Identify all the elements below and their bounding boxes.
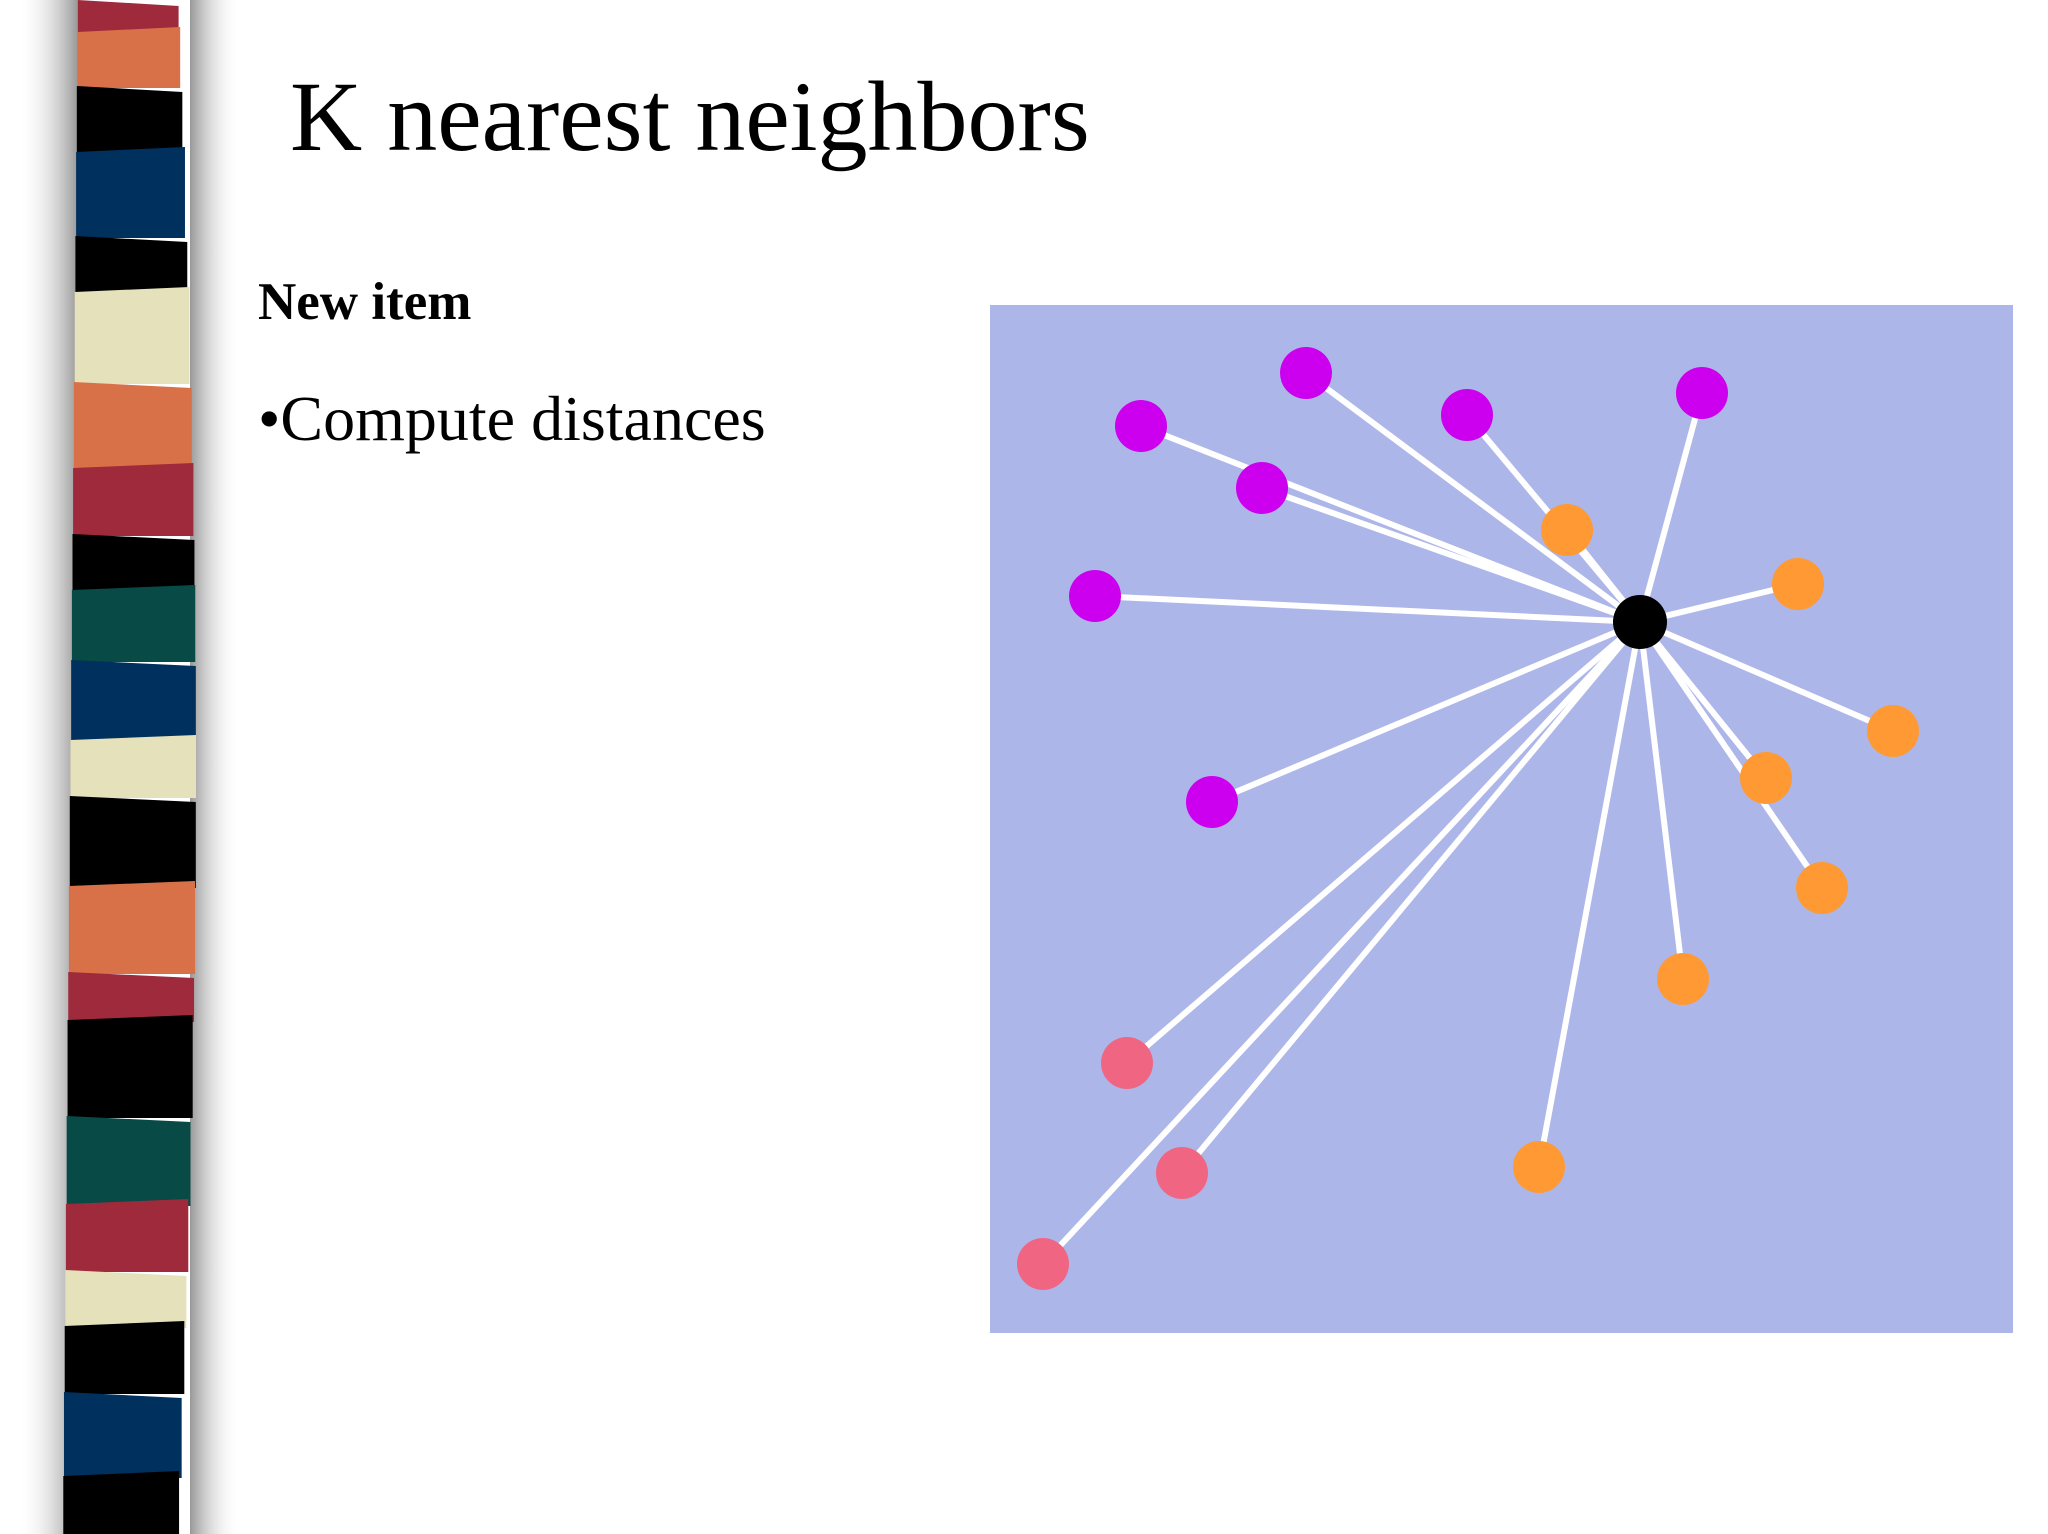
distance-lines	[1040, 370, 1895, 1267]
magenta-class-point	[1186, 776, 1238, 828]
distance-line	[1638, 619, 1895, 734]
distance-line	[1125, 619, 1642, 1066]
strip-band	[76, 147, 185, 238]
strip-band	[71, 660, 196, 742]
orange-class-point	[1867, 705, 1919, 757]
pink-class-point	[1156, 1147, 1208, 1199]
magenta-class-point	[1441, 389, 1493, 441]
new-item-point	[1613, 595, 1667, 649]
distance-line	[1637, 392, 1705, 623]
distance-line	[1637, 620, 1825, 890]
slide-title: K nearest neighbors	[290, 61, 1090, 172]
new-item-heading: New item	[258, 273, 472, 331]
magenta-class-point	[1280, 347, 1332, 399]
strip-band	[73, 463, 194, 536]
distance-line	[1094, 593, 1641, 625]
strip-band	[64, 1321, 185, 1394]
pink-class-point	[1017, 1238, 1069, 1290]
decorative-color-strip	[18, 0, 240, 1534]
orange-class-point	[1513, 1141, 1565, 1193]
strip-band	[76, 86, 183, 154]
magenta-class-point	[1069, 570, 1121, 622]
pink-class-point	[1101, 1037, 1153, 1089]
orange-class-point	[1541, 504, 1593, 556]
distance-line	[1040, 619, 1643, 1267]
strip-band	[65, 1270, 187, 1328]
strip-band	[67, 1015, 193, 1118]
magenta-class-point	[1676, 367, 1728, 419]
strip-band	[68, 972, 195, 1022]
distance-line	[1639, 581, 1799, 625]
strip-band	[73, 382, 192, 470]
strip-band	[77, 27, 181, 88]
strip-band	[63, 1471, 180, 1534]
orange-class-point	[1796, 862, 1848, 914]
distance-line	[1304, 370, 1642, 625]
magenta-class-point	[1115, 400, 1167, 452]
distance-line	[1536, 621, 1643, 1168]
strip-band	[69, 796, 196, 888]
strip-band	[77, 0, 179, 34]
magenta-class-point	[1236, 462, 1288, 514]
distance-line	[1179, 620, 1643, 1175]
strip-band	[72, 534, 195, 592]
strip-band	[74, 287, 190, 384]
strip-band	[63, 1392, 182, 1478]
orange-class-point	[1657, 953, 1709, 1005]
distance-line	[1210, 619, 1642, 805]
strip-band	[66, 1116, 191, 1206]
strip-band	[71, 585, 196, 662]
strip-band	[68, 881, 196, 974]
strip-band	[75, 236, 188, 294]
bullet-compute-distances: •Compute distances	[258, 383, 766, 454]
data-points	[1017, 347, 1919, 1290]
orange-class-point	[1740, 752, 1792, 804]
strip-band	[70, 735, 196, 798]
distance-line	[1260, 485, 1642, 625]
distance-line	[1139, 423, 1642, 625]
orange-class-point	[1772, 558, 1824, 610]
distance-line	[1637, 621, 1686, 980]
strip-bands	[63, 0, 196, 1534]
strip-band	[65, 1199, 189, 1272]
